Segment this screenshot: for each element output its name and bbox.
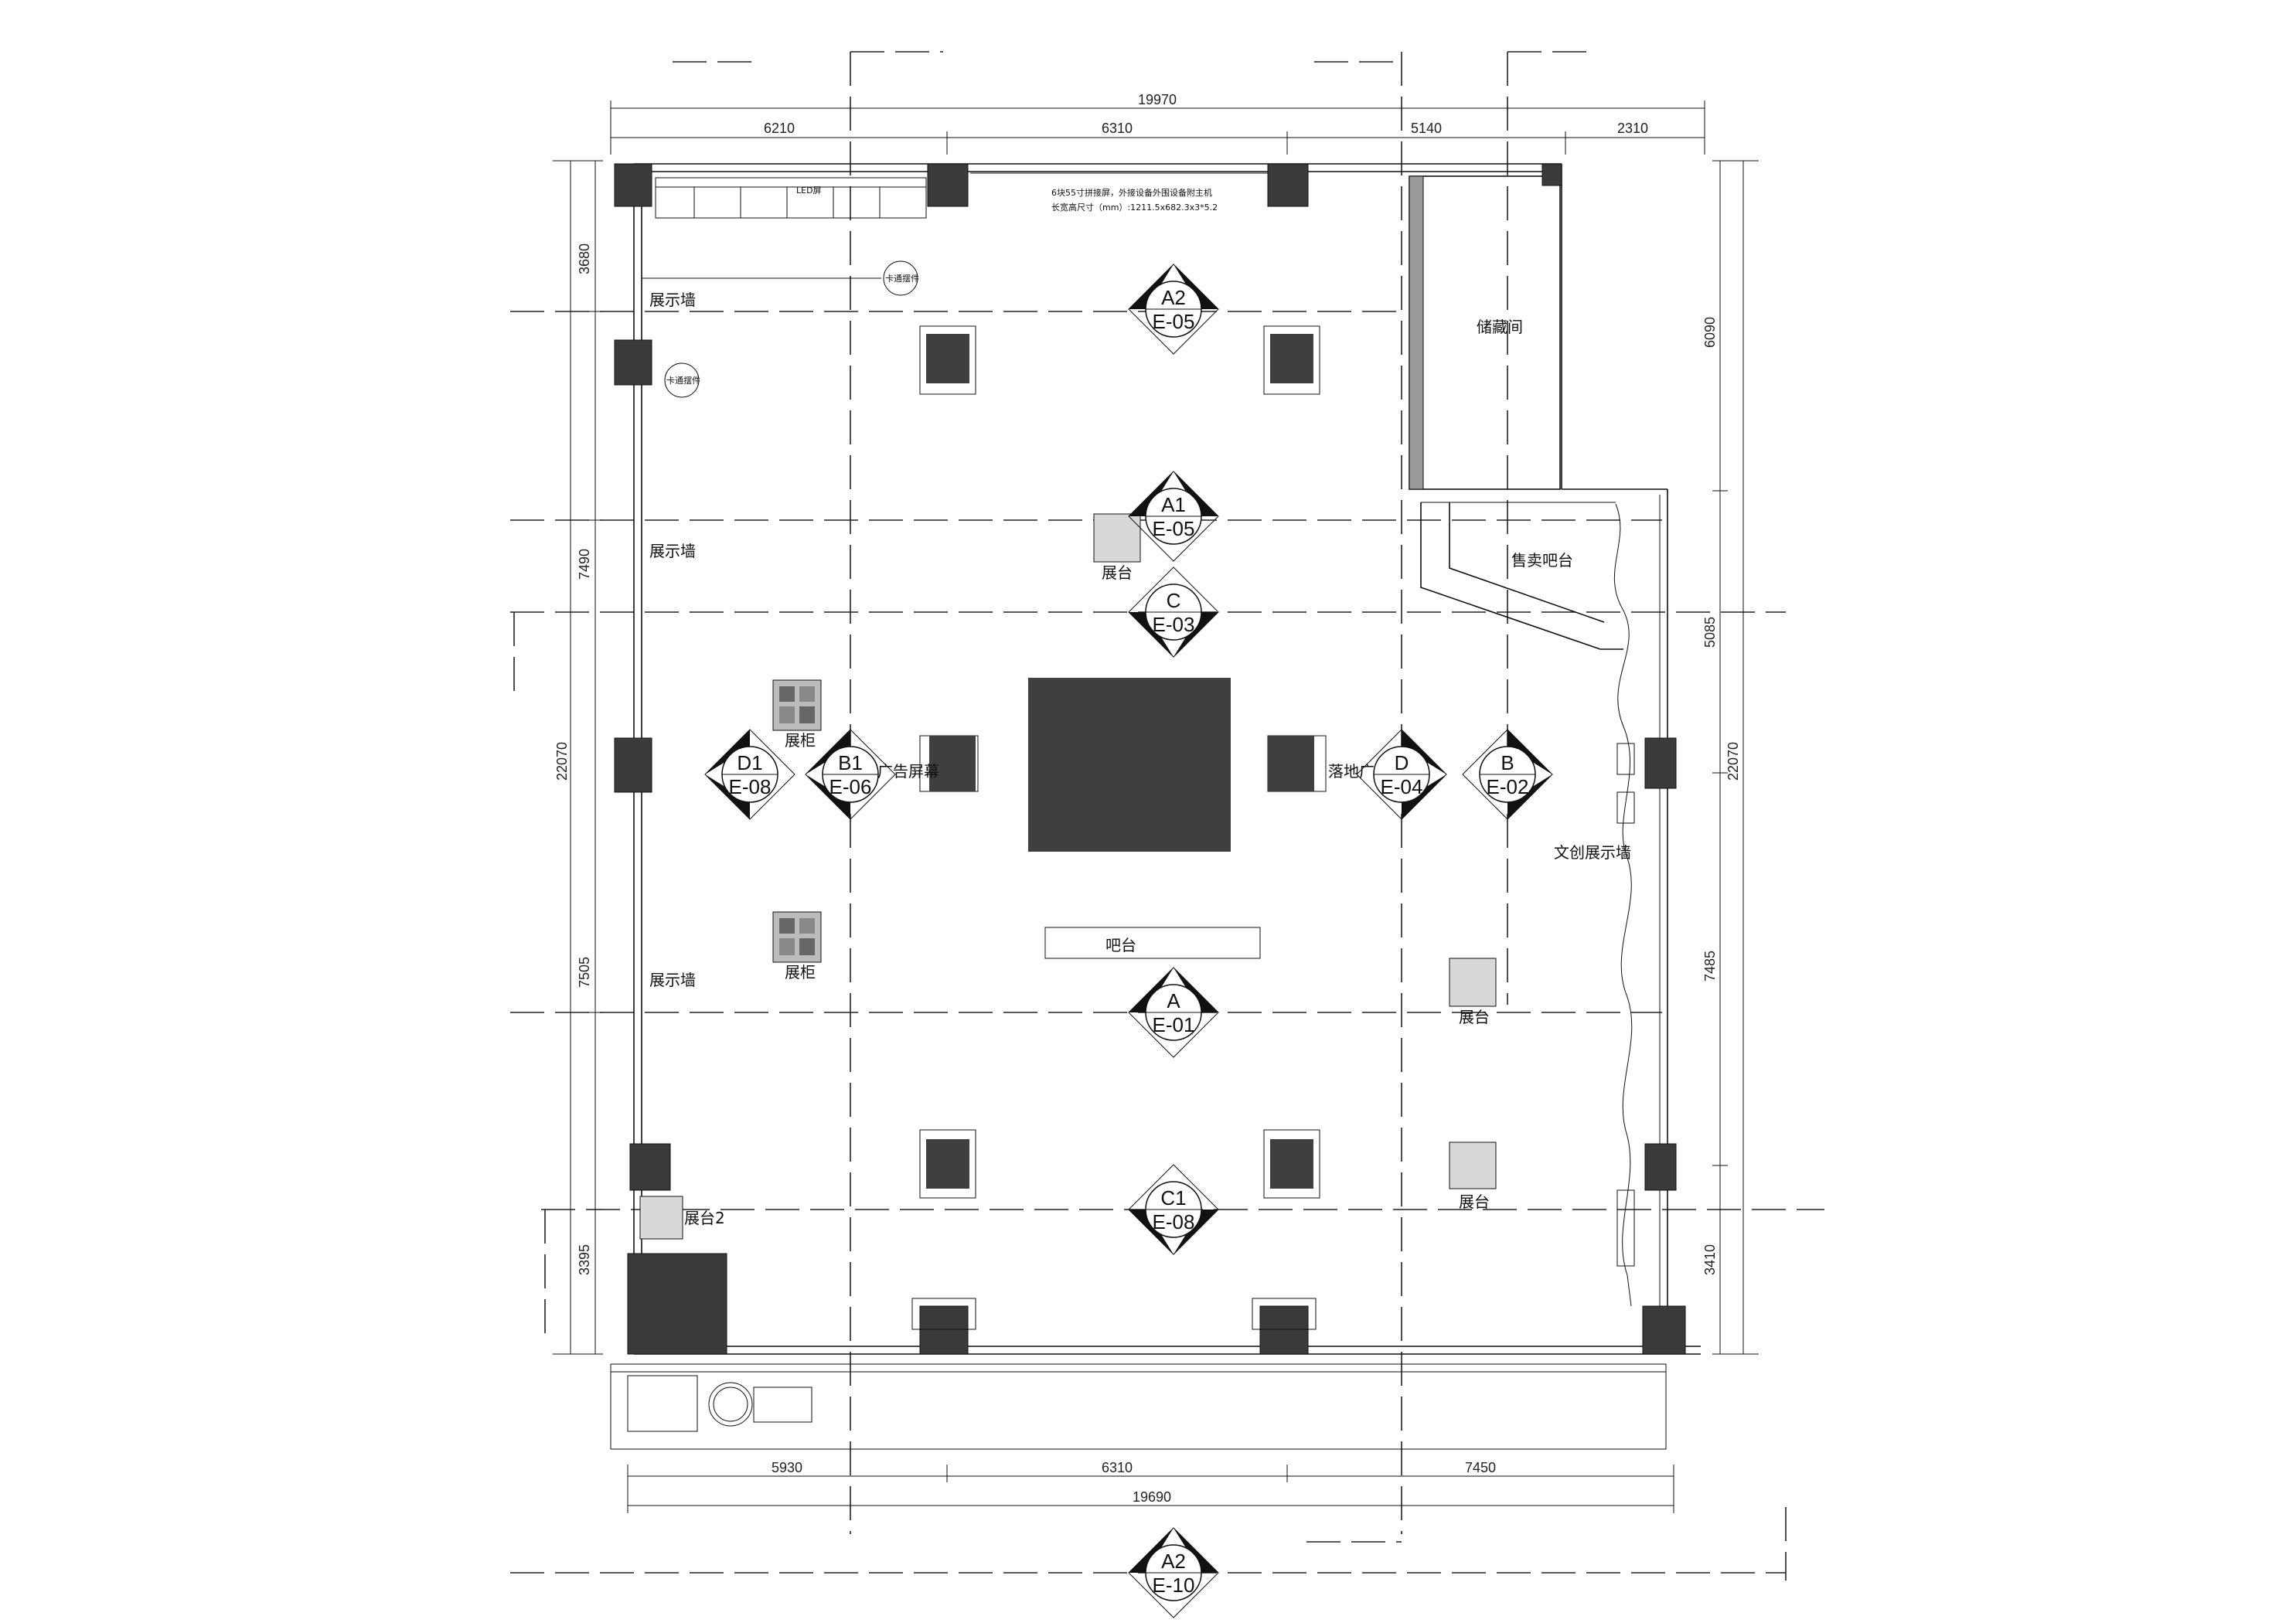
top-note: 长宽高尺寸（mm）:1211.5x682.3x3*5.2 xyxy=(1051,202,1218,213)
marker-bottom: E-04 xyxy=(1381,775,1423,798)
marker-top: C1 xyxy=(1160,1186,1186,1210)
column xyxy=(1644,737,1677,789)
dimension-left: 3680 7490 22070 7505 3395 xyxy=(553,160,603,1355)
room-label-storage: 储藏间 xyxy=(1477,318,1523,336)
bar-counter xyxy=(1044,927,1261,959)
marker-bottom: E-08 xyxy=(1153,1210,1195,1233)
column xyxy=(614,737,652,793)
label-cultural-wall: 文创展示墙 xyxy=(1554,843,1631,862)
elevation-marker: A E-01 xyxy=(1128,967,1219,1058)
label-platform: 展台 xyxy=(1459,1193,1490,1211)
dim-top-seg: 5140 xyxy=(1411,121,1442,136)
display-platform xyxy=(639,1196,683,1240)
display-platform xyxy=(1093,513,1141,563)
column xyxy=(1259,1305,1309,1355)
dim-top-total: 19970 xyxy=(1138,92,1177,107)
label-display-wall: 展示墙 xyxy=(649,542,696,560)
room-label-sales-bar: 售卖吧台 xyxy=(1511,551,1573,570)
marker-bottom: E-01 xyxy=(1153,1013,1195,1036)
dim-left-seg: 7505 xyxy=(577,957,592,988)
dim-top-seg: 6310 xyxy=(1102,121,1133,136)
dim-left-seg: 7490 xyxy=(577,549,592,580)
dim-right-seg: 3410 xyxy=(1702,1244,1718,1275)
label-display-wall: 展示墙 xyxy=(649,971,696,989)
marker-bottom: E-05 xyxy=(1153,310,1195,333)
column xyxy=(1642,1305,1686,1355)
column xyxy=(919,1305,969,1355)
elevation-marker: D E-04 xyxy=(1356,729,1447,820)
dim-bottom-seg: 6310 xyxy=(1102,1460,1133,1475)
display-platform xyxy=(1449,958,1497,1007)
marker-top: A2 xyxy=(1161,1550,1186,1573)
column xyxy=(629,1143,671,1191)
marker-top: D1 xyxy=(737,751,762,774)
marker-bottom: E-02 xyxy=(1487,775,1529,798)
label-platform: 展台 xyxy=(1102,563,1133,582)
column xyxy=(1267,163,1309,207)
dim-left-seg: 3680 xyxy=(577,243,592,274)
dimension-top: 19970 6210 6310 5140 2310 xyxy=(610,92,1705,155)
column xyxy=(614,163,652,207)
label-display-wall: 展示墙 xyxy=(649,291,696,309)
marker-top: D xyxy=(1395,751,1409,774)
marker-bottom: E-08 xyxy=(729,775,772,798)
marker-top: C xyxy=(1167,589,1181,612)
column xyxy=(1541,163,1562,186)
column xyxy=(614,339,652,386)
dim-right-seg: 7485 xyxy=(1702,951,1718,982)
top-note: 6块55寸拼接屏，外接设备外围设备附主机 xyxy=(1051,187,1212,198)
column xyxy=(627,1253,727,1355)
elevation-marker: A1 E-05 xyxy=(1128,471,1219,562)
dim-left-total: 22070 xyxy=(554,742,570,781)
marker-bottom: E-06 xyxy=(829,775,872,798)
marker-bottom: E-05 xyxy=(1153,517,1195,540)
column xyxy=(927,163,969,207)
display-platform xyxy=(1449,1142,1497,1189)
columns xyxy=(614,163,1686,1355)
elevation-marker: A2 E-05 xyxy=(1128,264,1219,355)
display-cabinet xyxy=(772,679,822,731)
dim-left-seg: 3395 xyxy=(577,1244,592,1275)
led-wall: LED屏 6块55寸拼接屏，外接设备外围设备附主机 长宽高尺寸（mm）:1211… xyxy=(642,172,1268,398)
marker-bottom: E-10 xyxy=(1153,1574,1195,1597)
dim-bottom-seg: 5930 xyxy=(772,1460,802,1475)
card-figure-label: 卡通摆件 xyxy=(885,273,919,284)
marker-top: A1 xyxy=(1161,493,1186,516)
led-label: LED屏 xyxy=(796,185,822,196)
dim-bottom-total: 19690 xyxy=(1133,1489,1171,1505)
dim-top-seg: 2310 xyxy=(1617,121,1648,136)
marker-top: A xyxy=(1167,989,1180,1012)
elevation-marker: D1 E-08 xyxy=(704,729,795,820)
central-display-block xyxy=(1028,678,1231,852)
label-platform: 展台2 xyxy=(684,1209,725,1227)
furniture xyxy=(639,325,1635,1330)
card-figure-label: 卡通摆件 xyxy=(666,375,700,386)
dim-right-seg: 5085 xyxy=(1702,617,1718,648)
dimension-bottom: 5930 6310 7450 19690 xyxy=(627,1460,1674,1513)
dim-top-seg: 6210 xyxy=(764,121,795,136)
elevation-marker: B1 E-06 xyxy=(805,729,896,820)
marker-top: A2 xyxy=(1161,286,1186,309)
column xyxy=(1644,1143,1677,1191)
elevation-marker: A2 E-10 xyxy=(1128,1527,1219,1618)
dimension-right: 6090 5085 22070 7485 3410 xyxy=(1702,160,1759,1355)
display-cabinet xyxy=(772,911,822,963)
dim-right-total: 22070 xyxy=(1725,742,1741,781)
marker-top: B xyxy=(1501,751,1514,774)
label-cabinet: 展柜 xyxy=(785,963,816,982)
elevation-marker: C E-03 xyxy=(1128,567,1219,658)
label-bar: 吧台 xyxy=(1105,936,1136,954)
label-cabinet: 展柜 xyxy=(785,731,816,750)
label-platform: 展台 xyxy=(1459,1008,1490,1026)
dim-right-seg: 6090 xyxy=(1702,317,1718,348)
elevation-marker: B E-02 xyxy=(1462,729,1553,820)
dim-bottom-seg: 7450 xyxy=(1465,1460,1496,1475)
marker-bottom: E-03 xyxy=(1153,613,1195,636)
marker-top: B1 xyxy=(838,751,863,774)
elevation-marker: C1 E-08 xyxy=(1128,1164,1219,1255)
